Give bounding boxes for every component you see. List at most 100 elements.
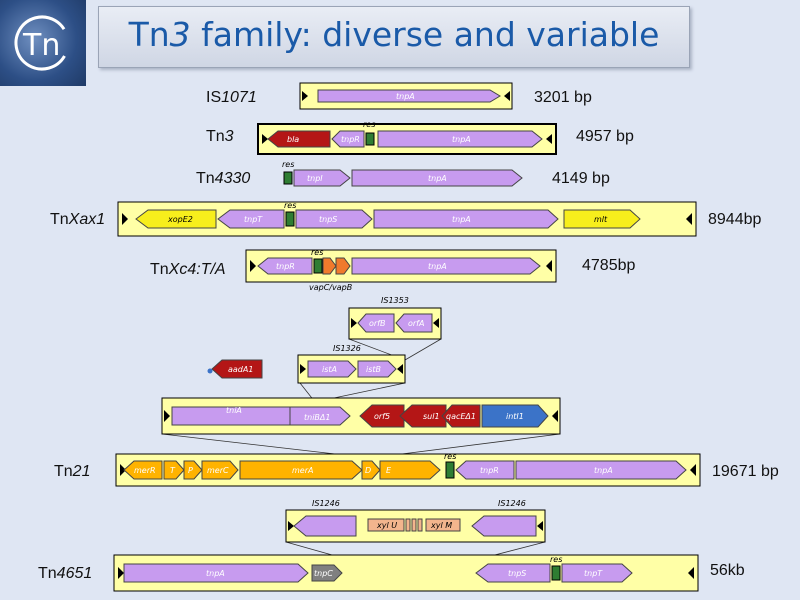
tn4330-res-site <box>283 171 293 185</box>
tn21-name: Tn21 <box>54 463 91 480</box>
is1071-name: IS1071 <box>206 89 257 106</box>
tnxc4-vapcb-label: vapC/vapB <box>309 283 352 292</box>
tn3-map: bla tnpR res tnpA <box>257 120 557 155</box>
tnxax1-mlt-arrow <box>563 209 641 229</box>
tn3-tnpa-arrow <box>377 130 543 148</box>
aada1-label: aadA1 <box>228 365 253 374</box>
tn21-merc-arrow <box>201 460 239 480</box>
tn-logo: Tn <box>0 0 86 86</box>
tn21-merp-arrow <box>183 460 203 480</box>
is1246-left-arrow <box>293 515 357 537</box>
tn4651-tnps-label: tnpS <box>508 569 526 578</box>
insert-qace-arrow <box>441 404 481 428</box>
is1246-right-arrow <box>471 515 537 537</box>
tnxc4-tnpr-arrow <box>257 257 313 275</box>
tn4651-res-site <box>551 565 561 581</box>
is1326-istb-label: istB <box>366 365 381 374</box>
page-title: Tn3 family: diverse and variable <box>99 15 689 54</box>
insert-inti1-label: intI1 <box>506 412 524 421</box>
tn21-merp-label: P <box>188 466 193 475</box>
xylu-gene <box>367 518 405 532</box>
tn3-res-label: res <box>363 120 375 129</box>
tn3-tnpr-arrow <box>331 130 365 148</box>
tnxax1-size: 8944bp <box>708 211 762 228</box>
tn4651-tnpa-arrow <box>123 563 309 583</box>
tn4651-name: Tn4651 <box>38 565 93 582</box>
tnxax1-tnpt-arrow <box>217 209 285 229</box>
tn21-merd-label: D <box>365 466 371 475</box>
insert-map: tniA tniBΔ1 orf5 sul1 qacEΔ1 intI1 <box>161 397 561 435</box>
is1353-label: IS1353 <box>381 296 409 305</box>
aada1-arrow <box>211 359 263 379</box>
tn3-tnpa-label: tnpA <box>452 135 471 144</box>
title-rest: family: diverse and variable <box>190 15 660 54</box>
tn21-merr-label: merR <box>134 466 156 475</box>
tn3-name: Tn3 <box>206 128 234 145</box>
tn21-mera-arrow <box>239 460 363 480</box>
tnxc4-res-label: res <box>311 248 323 257</box>
tnxax1-res-label: res <box>284 201 296 210</box>
is1353-orfa-arrow <box>395 313 433 333</box>
insert-inti1-arrow <box>481 404 549 428</box>
tn4330-map: tnpI res tnpA <box>282 160 523 187</box>
tn4330-name: Tn4330 <box>196 170 251 187</box>
tn4651-tnpa-label: tnpA <box>206 569 225 578</box>
is1326-ista-arrow <box>307 360 357 378</box>
insert-sul1-label: sul1 <box>423 412 440 421</box>
tn21-tnpa-label: tnpA <box>594 466 613 475</box>
tnxc4-size: 4785bp <box>582 257 636 274</box>
tn4330-tnpi-arrow <box>293 169 351 187</box>
tn4330-tnpa-arrow <box>351 169 523 187</box>
tn21-merd-arrow <box>361 460 381 480</box>
tn3-size: 4957 bp <box>576 128 634 145</box>
title-prefix: Tn <box>128 15 170 54</box>
tn4651-tnpc-arrow <box>311 564 343 582</box>
is1326-ista-label: istA <box>322 365 337 374</box>
title-italic: 3 <box>169 15 191 54</box>
tnxc4-tnpa-arrow <box>351 257 541 275</box>
tn4651-size: 56kb <box>710 562 745 579</box>
tn21-res-site <box>445 461 455 479</box>
tnxax1-name: TnXax1 <box>50 211 106 228</box>
is1353-orfa-label: orfA <box>408 319 424 328</box>
xylm-gene <box>425 518 461 532</box>
tn4651-tnpt-arrow <box>561 563 633 583</box>
is1071-tnpa-arrow <box>317 89 501 103</box>
insert-qace-label: qacEΔ1 <box>446 412 476 421</box>
aada1-marker <box>207 368 213 374</box>
tn4330-tnpa-label: tnpA <box>428 174 447 183</box>
tn21-mera-label: merA <box>292 466 313 475</box>
logo-graphic: Tn <box>14 15 70 71</box>
insert-tnib-label: tniBΔ1 <box>304 413 330 422</box>
xylm-label: xyl M <box>430 521 452 530</box>
is1326-map: IS1326 istA istB <box>297 344 406 384</box>
is1246-map: IS1246 IS1246 xyl U xyl M <box>285 499 546 543</box>
is1246-left-label: IS1246 <box>312 499 340 508</box>
tn21-mert-arrow <box>163 460 185 480</box>
tn21-merc-label: merC <box>207 466 229 475</box>
tnxax1-tnpa-label: tnpA <box>452 215 471 224</box>
tnxc4-vapb-arrow <box>335 257 351 275</box>
insert-tnib-arrow <box>289 406 351 426</box>
tnxax1-map: xopE2 tnpT res tnpS tnpA mlt <box>117 201 697 237</box>
tn4651-tnpc-label: tnpC <box>314 569 333 578</box>
title-box: Tn3 family: diverse and variable <box>98 6 690 68</box>
is1353-map: IS1353 orfB orfA <box>348 296 442 340</box>
is1071-tnpa-label: tnpA <box>396 92 415 101</box>
tn3-tnpr-label: tnpR <box>341 135 360 144</box>
is1353-orfb-arrow <box>357 313 395 333</box>
is1353-orfb-label: orfB <box>369 319 386 328</box>
tn3-bla-label: bla <box>287 135 299 144</box>
tn4651-res-label: res <box>550 555 562 564</box>
tnxc4-tnpa-label: tnpA <box>428 262 447 271</box>
tn21-mert-label: T <box>170 466 176 475</box>
tnxax1-res-site <box>285 211 295 227</box>
tnxax1-tnps-arrow <box>295 209 373 229</box>
tn4330-size: 4149 bp <box>552 170 610 187</box>
tnxax1-mlt-label: mlt <box>594 215 608 224</box>
tnxax1-tnps-label: tnpS <box>319 215 337 224</box>
is1326-istb-arrow <box>357 360 397 378</box>
tn21-tnpa-arrow <box>515 460 687 480</box>
tnxax1-xope2-label: xopE2 <box>167 215 193 224</box>
